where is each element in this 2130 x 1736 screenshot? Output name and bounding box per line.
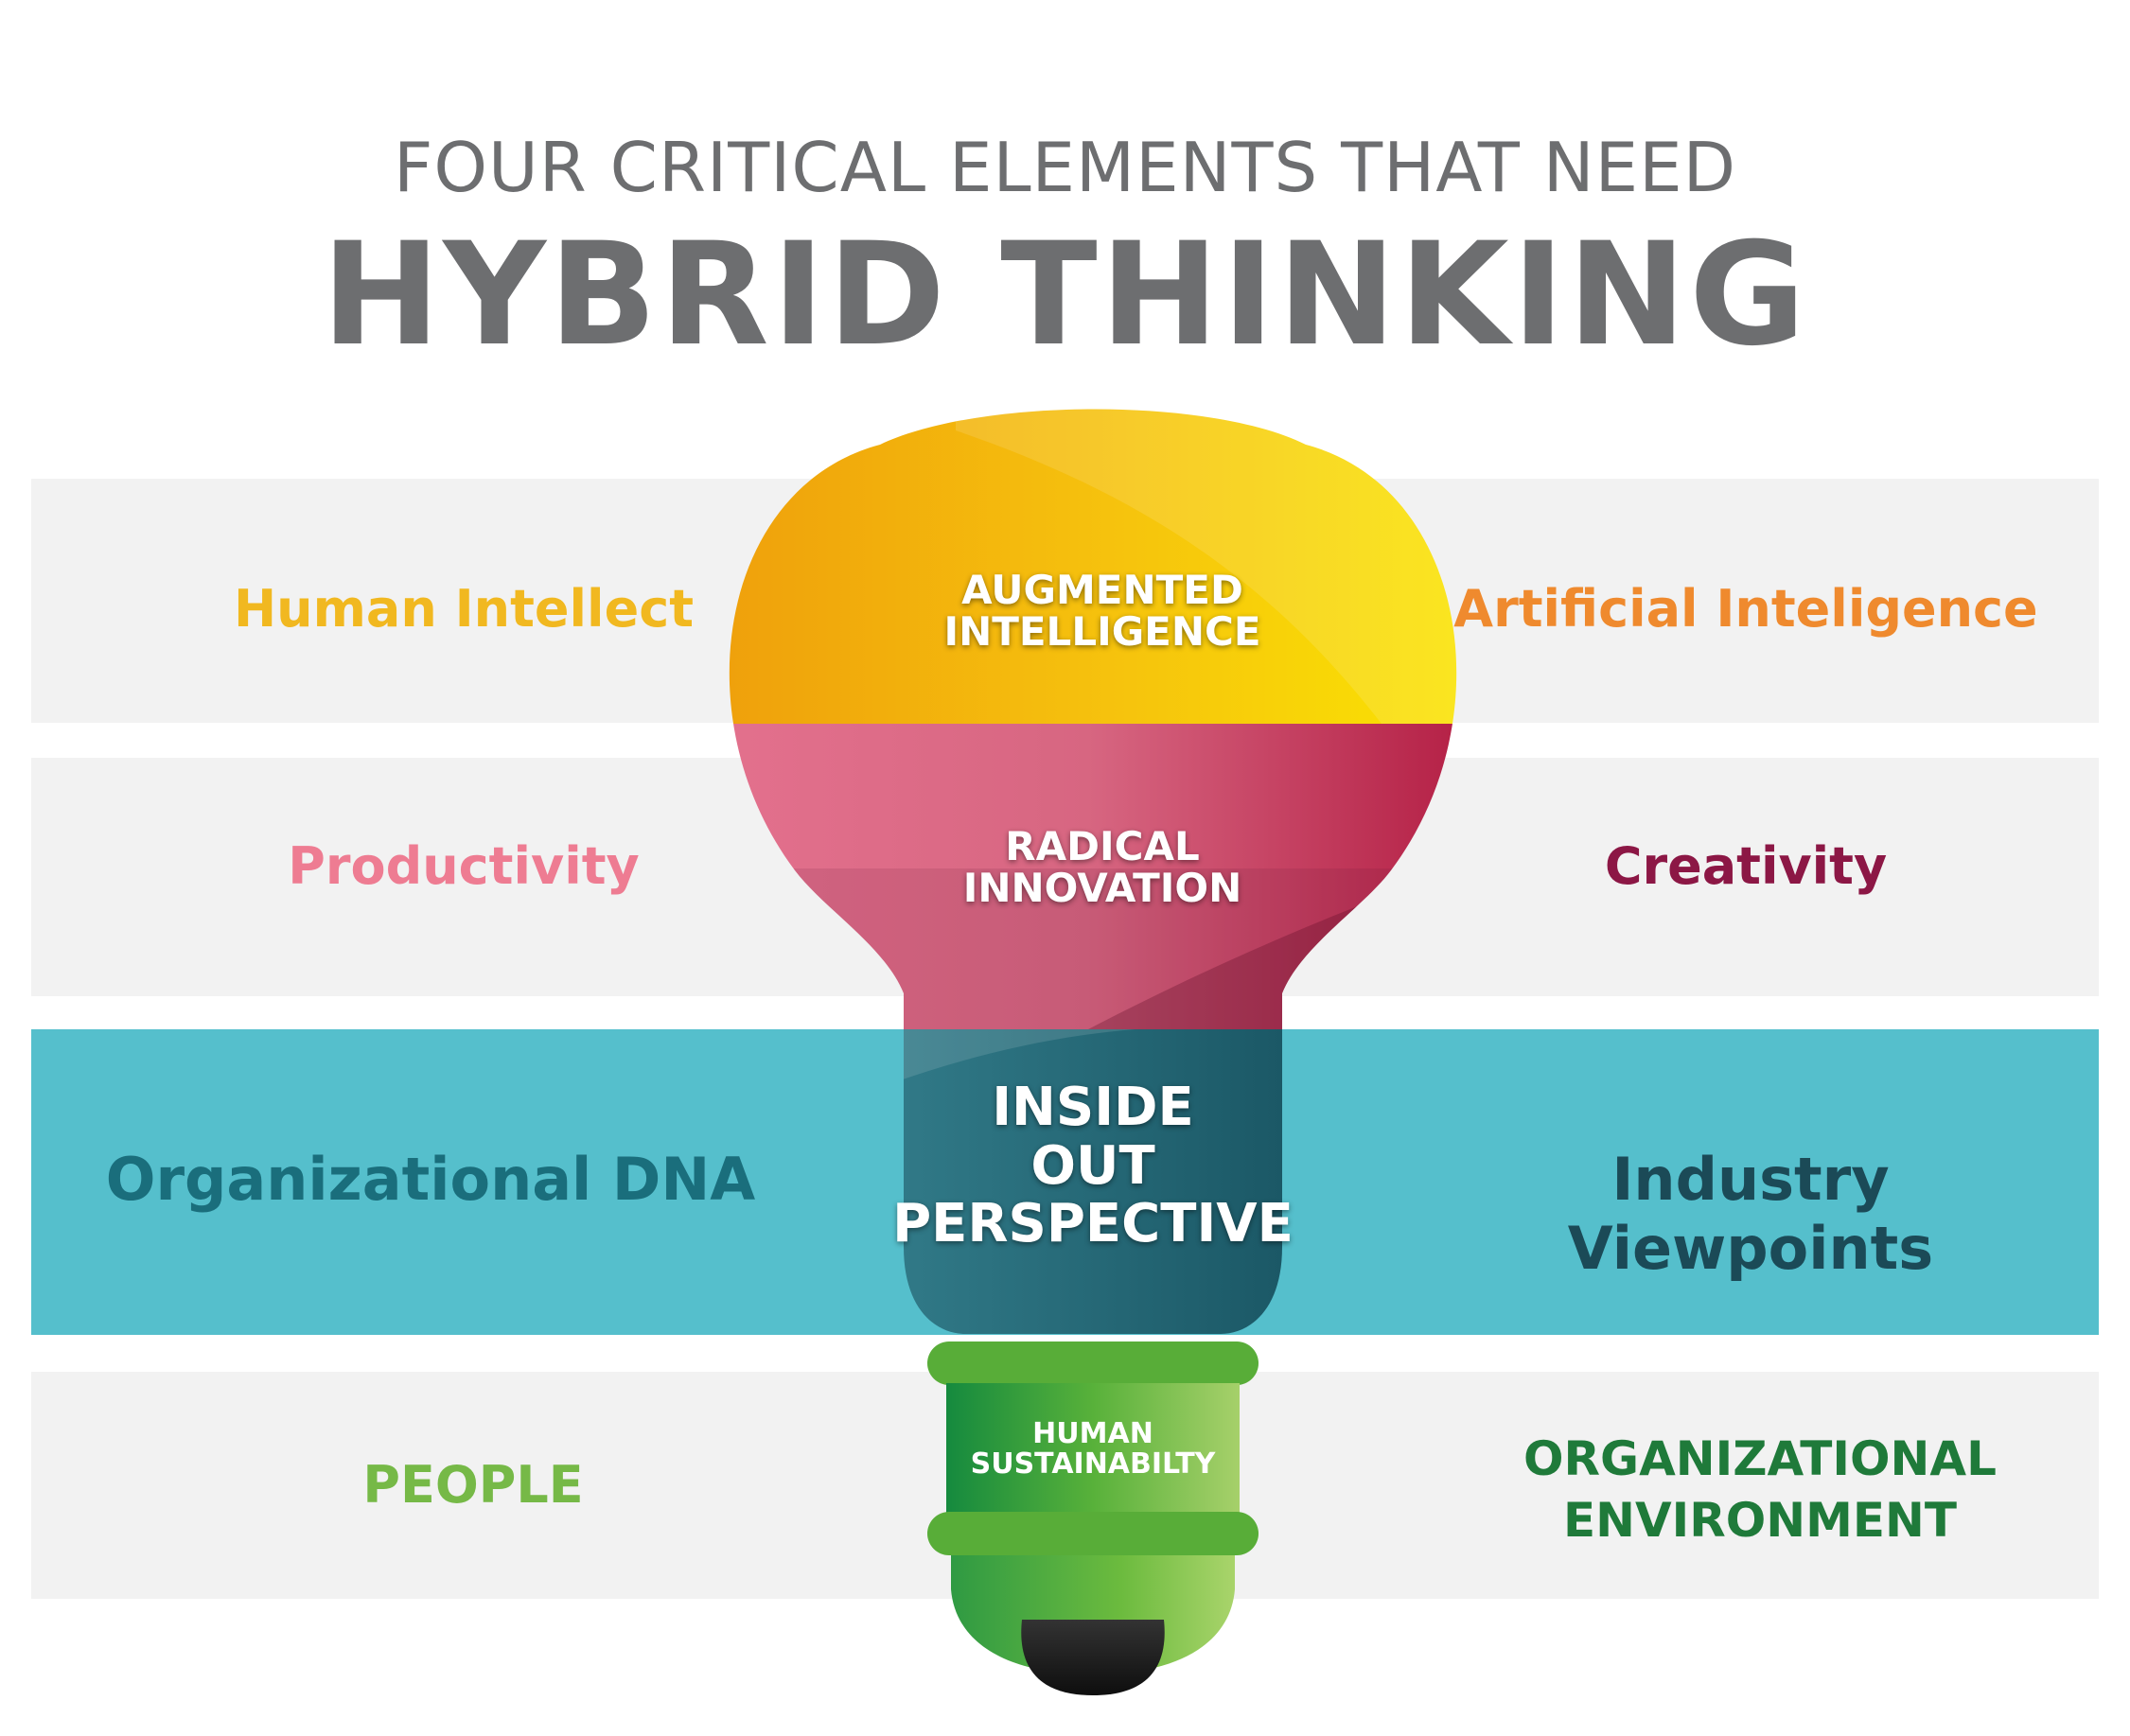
human-sustainability-label: HUMAN SUSTAINABILTY [946, 1419, 1240, 1479]
row-3-right-label: Industry Viewpoints [1567, 1145, 1934, 1283]
center-row-2-line-1: RADICAL [1005, 823, 1200, 869]
center-row-1-line-2: INTELLIGENCE [943, 608, 1261, 656]
augmented-intelligence-segment [729, 409, 1457, 724]
center-row-2-line-2: INNOVATION [962, 865, 1242, 912]
page-title: HYBRID THINKING [321, 213, 1809, 377]
row-1-right-label: Artificial Inteligence [1453, 579, 2038, 639]
row-4-right-line-1: ORGANIZATIONAL [1523, 1431, 1997, 1486]
bulb-ring-top [927, 1341, 1259, 1385]
center-row-1-line-1: AUGMENTED [961, 567, 1243, 613]
center-row-3-line-2: OUT [1030, 1134, 1155, 1197]
row-4-left-label: PEOPLE [362, 1455, 584, 1515]
row-4-right-label: ORGANIZATIONAL ENVIRONMENT [1457, 1429, 2063, 1552]
bulb-ring-bottom [927, 1512, 1259, 1555]
center-row-4-line-1: HUMAN [1032, 1417, 1153, 1450]
augmented-intelligence-label: AUGMENTED INTELLIGENCE [885, 567, 1320, 656]
row-2-right-label: Creativity [1604, 836, 1888, 896]
row-4-right-line-2: ENVIRONMENT [1562, 1493, 1957, 1548]
center-row-3-line-1: INSIDE [992, 1077, 1194, 1138]
row-1-left-label: Human Intellect [233, 579, 695, 639]
row-2-left-label: Productivity [288, 836, 640, 896]
center-row-4-line-2: SUSTAINABILTY [970, 1447, 1216, 1481]
center-row-3-line-3: PERSPECTIVE [892, 1193, 1294, 1255]
radical-innovation-label: RADICAL INNOVATION [885, 823, 1320, 912]
bulb-cap [1021, 1620, 1165, 1695]
row-3-left-label: Organizational DNA [105, 1145, 756, 1214]
subtitle: FOUR CRITICAL ELEMENTS THAT NEED [393, 128, 1737, 207]
inside-out-perspective-label: INSIDE OUT PERSPECTIVE [885, 1078, 1301, 1254]
